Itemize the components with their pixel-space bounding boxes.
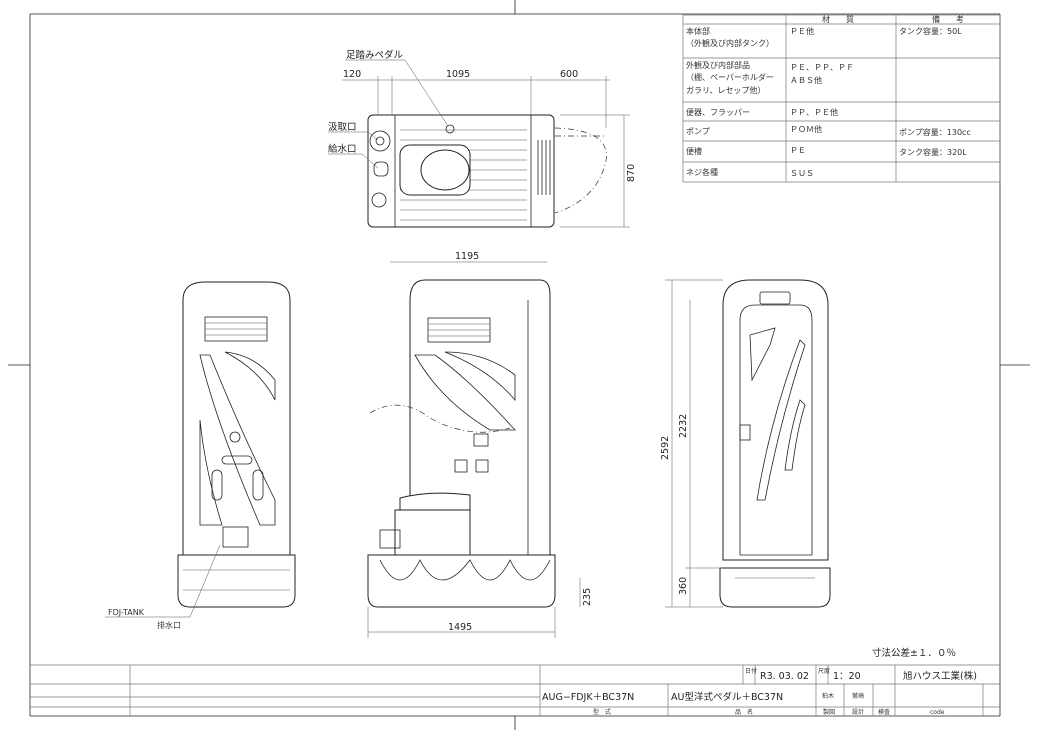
- designer: 鷲崎: [852, 692, 864, 700]
- row-part: ガラリ、レセップ他）: [686, 85, 766, 95]
- row-part: （外観及び内部タンク）: [686, 38, 774, 48]
- label-drain: 排水口: [157, 620, 181, 630]
- row-material: ＡＢＳ他: [790, 75, 822, 85]
- label-designed: 設計: [852, 708, 864, 716]
- title-block: 日付 R3. 03. 02 尺度 1：20 旭ハウス工業(株) AUG−FDJK…: [30, 664, 1000, 716]
- label-fdj-tank: FDJ-TANK: [108, 608, 145, 617]
- front-elevation: 1195 1495 235: [367, 251, 593, 638]
- row-material: ＰＥ、ＰＰ、ＰＦ: [790, 63, 854, 72]
- company-name: 旭ハウス工業(株): [903, 670, 977, 682]
- row-note: タンク容量：50L: [899, 26, 962, 36]
- row-note: タンク容量：320L: [899, 147, 967, 157]
- label-water-inlet: 給水口: [328, 143, 357, 155]
- header-material: 材 質: [822, 14, 854, 24]
- row-part: 本体部: [686, 26, 710, 36]
- plan-view: 120 1095 600 870 足踏みペダル 汲取口 給水口: [328, 49, 637, 228]
- scale: 1：20: [833, 671, 861, 682]
- dim-1495: 1495: [448, 622, 472, 633]
- row-part: ネジ各種: [686, 167, 718, 177]
- row-part: 便器、フラッパー: [686, 107, 750, 117]
- label-checked: 検査: [878, 708, 890, 716]
- label-product: 品 名: [735, 708, 753, 716]
- row-part: （棚、ペーパーホルダー: [686, 72, 774, 82]
- dim-2232: 2232: [678, 414, 689, 438]
- dim-235: 235: [582, 588, 593, 606]
- tolerance-note: 寸法公差±１．０％: [872, 647, 956, 659]
- dim-600: 600: [560, 69, 578, 80]
- date-label: 日付: [745, 667, 757, 675]
- dim-870: 870: [626, 164, 637, 182]
- label-drafted: 製図: [823, 708, 835, 716]
- dim-120: 120: [343, 69, 361, 80]
- dim-360: 360: [678, 577, 689, 595]
- label-code: code: [930, 709, 945, 716]
- row-part: 外観及び内部部品: [686, 60, 750, 70]
- dim-2592: 2592: [660, 436, 671, 460]
- label-suction-port: 汲取口: [328, 122, 357, 133]
- drafter: 柏木: [822, 692, 834, 700]
- row-material: ＳＵＳ: [790, 169, 814, 178]
- label-model: 型 式: [593, 708, 611, 716]
- product-name: AU型洋式ペダル＋BC37N: [671, 691, 783, 703]
- date: R3. 03. 02: [760, 671, 809, 682]
- header-remarks: 備 考: [932, 14, 964, 24]
- row-part: ポンプ: [686, 127, 710, 136]
- dim-1195: 1195: [455, 251, 479, 262]
- row-material: ＰＯＭ他: [790, 124, 822, 134]
- row-note: ポンプ容量：130cc: [899, 127, 971, 137]
- model-number: AUG−FDJK＋BC37N: [542, 692, 634, 703]
- row-material: ＰＥ: [790, 146, 806, 155]
- label-pedal: 足踏みペダル: [346, 49, 404, 61]
- scale-label: 尺度: [818, 667, 830, 675]
- row-material: ＰＰ、ＰＥ他: [790, 107, 838, 117]
- materials-table: 材 質 備 考 本体部 （外観及び内部タンク） ＰＥ他 タンク容量：50L 外観…: [682, 14, 1001, 183]
- rear-elevation: FDJ-TANK 排水口: [105, 281, 296, 630]
- side-elevation: 2592 2232 360: [660, 279, 831, 608]
- row-material: ＰＥ他: [790, 26, 814, 36]
- row-part: 便槽: [686, 146, 702, 156]
- dim-1095: 1095: [446, 69, 470, 80]
